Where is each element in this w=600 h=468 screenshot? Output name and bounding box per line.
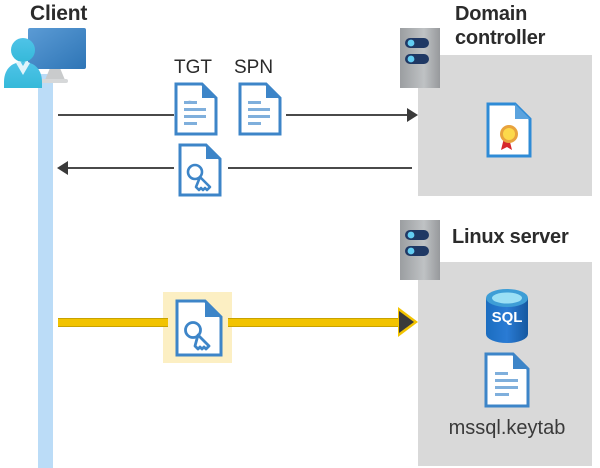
keytab-filename-label: mssql.keytab xyxy=(448,417,566,439)
service-ticket-arrowhead-inner xyxy=(399,311,414,333)
domain-controller-rack-icon xyxy=(400,28,440,88)
service-ticket-line-left xyxy=(58,318,168,327)
tgt-document-icon xyxy=(174,82,218,136)
spn-label: SPN xyxy=(234,57,274,78)
keytab-document-icon xyxy=(484,352,530,408)
linux-server-title: Linux server xyxy=(452,226,569,248)
spn-document-icon xyxy=(238,82,282,136)
domain-controller-title: Domain controller xyxy=(455,3,546,49)
client-title: Client xyxy=(30,2,88,25)
service-ticket-key-document-icon xyxy=(175,299,223,357)
request-arrowhead xyxy=(407,108,418,122)
response-arrowhead xyxy=(57,161,68,175)
ticket-key-document-icon xyxy=(178,143,222,197)
sql-database-icon: SQL xyxy=(482,288,532,346)
request-line-right xyxy=(286,114,408,116)
request-line-left xyxy=(58,114,174,116)
response-line-right xyxy=(228,167,412,169)
client-lifeline xyxy=(38,74,53,468)
sql-icon-text: SQL xyxy=(492,309,523,326)
linux-server-rack-icon xyxy=(400,220,440,280)
client-computer-user-icon xyxy=(4,26,88,88)
service-ticket-line-right xyxy=(228,318,406,327)
response-line-left xyxy=(68,167,174,169)
tgt-label: TGT xyxy=(174,57,212,78)
certificate-document-icon xyxy=(486,102,532,158)
